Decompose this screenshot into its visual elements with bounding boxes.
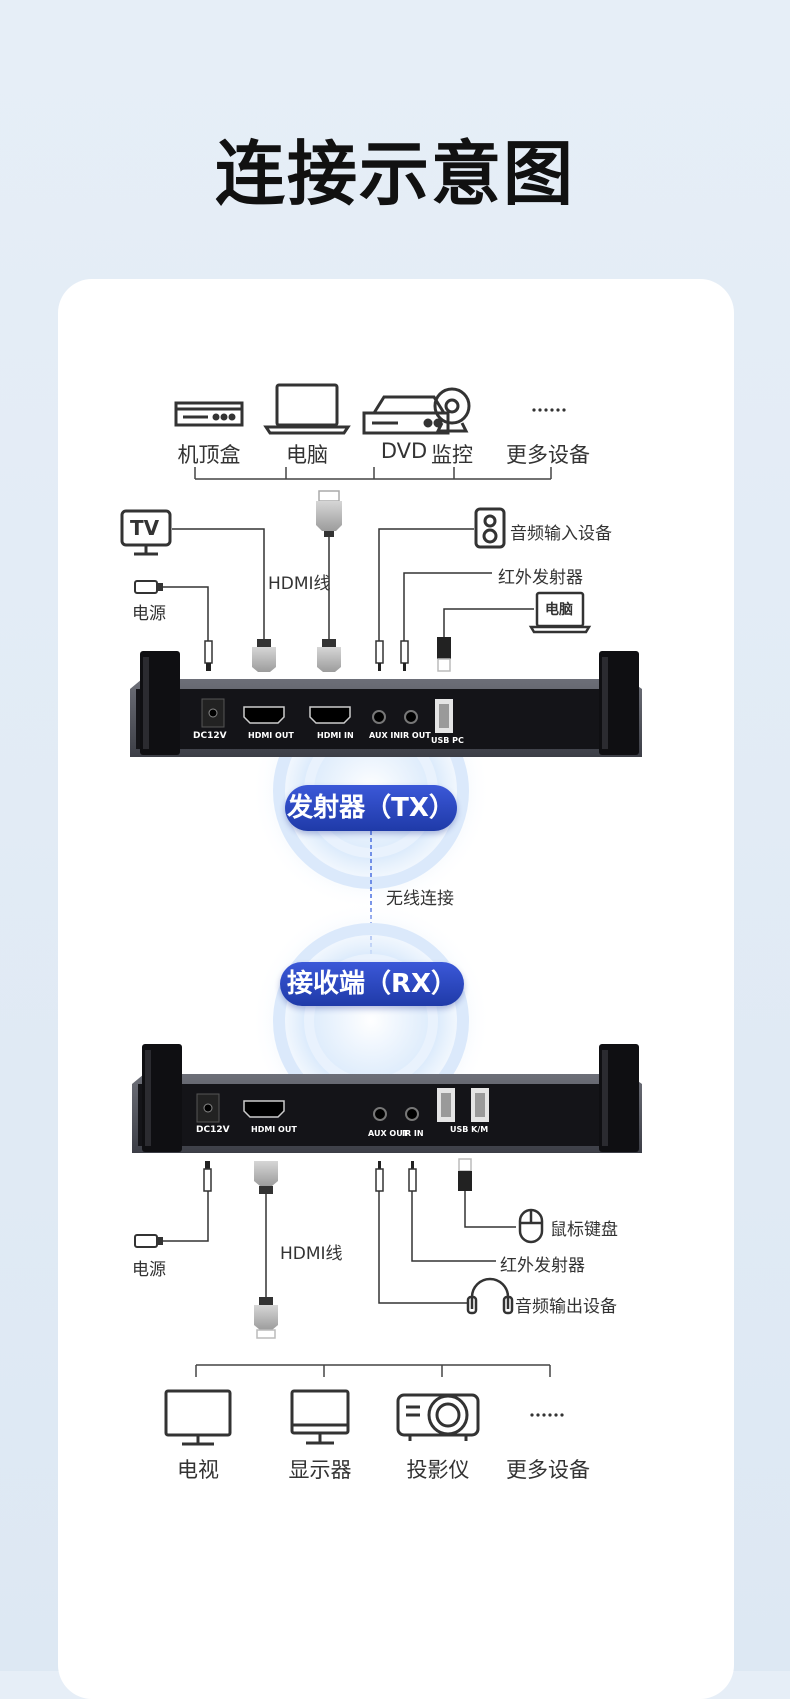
tx-port-aux-in: AUX IN <box>369 731 401 740</box>
rx-port-dc: DC12V <box>196 1125 230 1135</box>
hdmi-plug-tx-in-icon <box>317 639 341 672</box>
more-dots-bottom-icon <box>530 1413 564 1417</box>
power-plug-icon <box>134 580 163 594</box>
speaker-icon <box>474 507 506 549</box>
tx-hdmi-cable-label: HDMI线 <box>268 574 331 594</box>
laptop-icon <box>263 383 351 435</box>
rx-ir-label: 红外发射器 <box>500 1256 585 1276</box>
headphones-icon <box>466 1277 514 1315</box>
hdmi-plug-rx-out-icon <box>254 1161 278 1194</box>
tx-port-hdmi-out: HDMI OUT <box>248 731 294 740</box>
tx-ir-label: 红外发射器 <box>498 568 583 588</box>
aux-plug-rx-icon <box>375 1161 384 1192</box>
tx-port-dc: DC12V <box>193 731 227 741</box>
aux-plug-tx-icon <box>375 640 384 671</box>
receiver-device <box>132 1044 642 1153</box>
diagram-card: 机顶盒 电脑 DVD 监控 更多设备 TV 电源 HDMI线 音频输入设备 红外… <box>58 279 734 1699</box>
transmitter-device <box>130 651 642 757</box>
output-label-more: 更多设备 <box>506 1458 590 1482</box>
rx-port-hdmi-out: HDMI OUT <box>251 1125 297 1134</box>
more-dots-icon <box>532 408 566 412</box>
pc-laptop-icon <box>528 591 592 634</box>
output-label-tv: 电视 <box>177 1458 219 1482</box>
wireless-label: 无线连接 <box>386 889 454 909</box>
receiver-badge: 接收端（RX） <box>280 962 464 1006</box>
tx-port-usb-pc: USB PC <box>431 736 464 745</box>
set-top-box-icon <box>174 401 244 427</box>
output-label-projector: 投影仪 <box>406 1458 470 1482</box>
rx-port-ir-in: IR IN <box>402 1129 424 1138</box>
transmitter-badge: 发射器（TX） <box>285 785 457 831</box>
tv-icon-text: TV <box>130 516 160 540</box>
source-label-dvd: DVD <box>380 439 428 463</box>
tx-port-hdmi-in: HDMI IN <box>317 731 354 740</box>
power-plug-rx-icon <box>134 1234 163 1248</box>
source-label-pc: 电脑 <box>286 443 328 467</box>
tx-pc-label: 电脑 <box>545 602 573 618</box>
output-label-monitor: 显示器 <box>288 1458 352 1482</box>
tx-power-label: 电源 <box>132 604 166 624</box>
rx-power-label: 电源 <box>132 1260 166 1280</box>
rx-audio-out-label: 音频输出设备 <box>515 1297 617 1317</box>
projector-icon <box>396 1393 480 1441</box>
monitor-icon <box>290 1389 350 1445</box>
rx-port-aux-out: AUX OUT <box>368 1129 409 1138</box>
dc-plug-tx-icon <box>204 640 213 671</box>
usb-plug-rx-icon <box>458 1158 472 1191</box>
camera-icon <box>433 387 471 433</box>
tv-icon <box>120 509 172 556</box>
mouse-icon <box>518 1208 544 1244</box>
rx-mouse-kb-label: 鼠标键盘 <box>550 1220 618 1240</box>
television-icon <box>164 1389 232 1446</box>
usb-plug-tx-icon <box>437 637 451 672</box>
hdmi-plug-tx-out-icon <box>252 639 276 672</box>
ir-plug-tx-icon <box>400 640 409 671</box>
source-label-camera: 监控 <box>431 443 473 467</box>
source-label-stb: 机顶盒 <box>177 443 241 467</box>
dc-plug-rx-icon <box>203 1161 212 1192</box>
hdmi-plug-top-icon <box>316 490 342 537</box>
page-title: 连接示意图 <box>215 133 575 215</box>
source-label-more: 更多设备 <box>506 443 590 467</box>
tx-port-ir-out: IR OUT <box>400 731 431 740</box>
ir-plug-rx-icon <box>408 1161 417 1192</box>
tx-audio-in-label: 音频输入设备 <box>510 524 612 544</box>
rx-port-usb-km: USB K/M <box>450 1125 489 1134</box>
rx-hdmi-cable-label: HDMI线 <box>280 1244 343 1264</box>
hdmi-plug-rx-bottom-icon <box>254 1297 278 1339</box>
